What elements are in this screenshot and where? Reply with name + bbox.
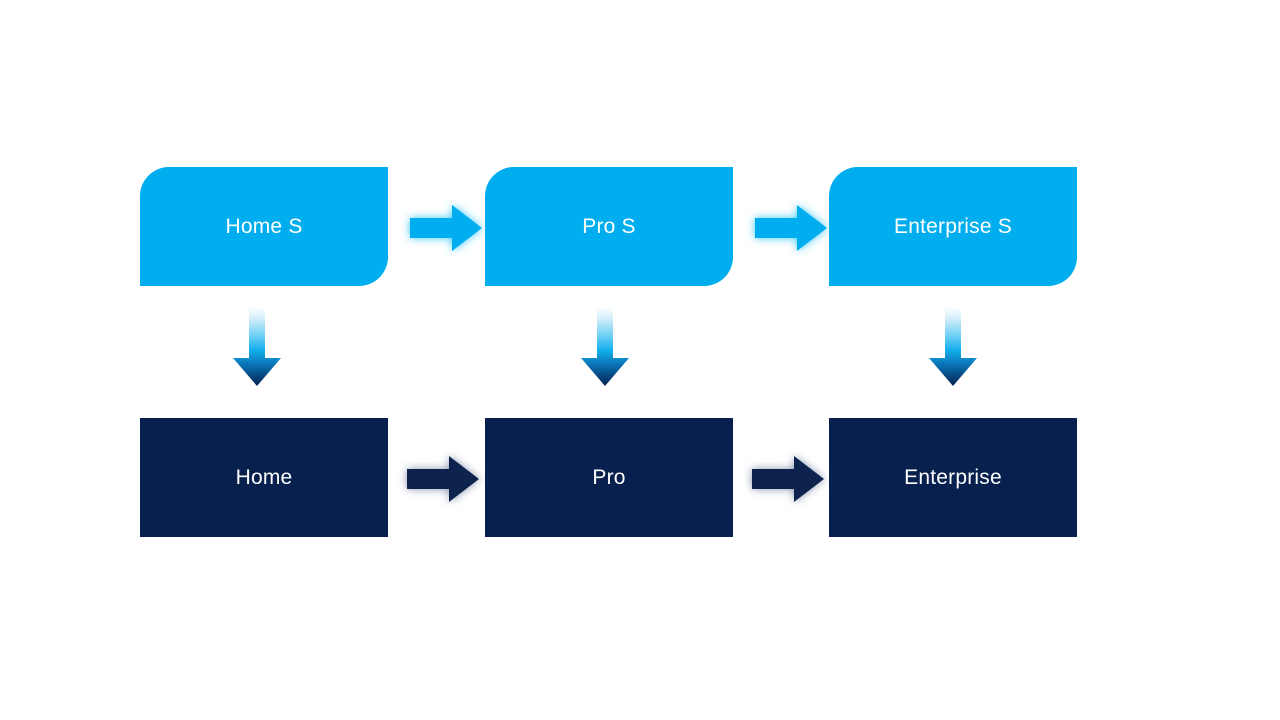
arrow-down-icon: [929, 307, 977, 386]
node-home[interactable]: Home: [140, 418, 388, 537]
arrow-right-icon: [755, 205, 827, 251]
arrow-down-icon: [233, 307, 281, 386]
node-label-pro-s: Pro S: [582, 214, 636, 238]
arrow-right-home-s-to-pro-s: [408, 203, 484, 253]
node-label-home-s: Home S: [225, 214, 303, 238]
arrow-down-pro-s-to-pro: [579, 307, 631, 387]
arrow-right-icon: [410, 205, 482, 251]
arrow-down-enterprise-s-to-enterprise: [927, 307, 979, 387]
arrow-down-icon: [581, 307, 629, 386]
arrow-right-home-to-pro: [405, 454, 481, 504]
node-enterprise-s[interactable]: Enterprise S: [829, 167, 1077, 286]
node-pro-s[interactable]: Pro S: [485, 167, 733, 286]
node-label-enterprise-s: Enterprise S: [894, 214, 1012, 238]
node-pro[interactable]: Pro: [485, 418, 733, 537]
node-label-pro: Pro: [592, 465, 626, 489]
arrow-right-icon: [407, 456, 479, 502]
node-label-enterprise: Enterprise: [904, 465, 1002, 489]
arrow-right-pro-s-to-enterprise-s: [753, 203, 829, 253]
node-label-home: Home: [235, 465, 293, 489]
arrow-right-pro-to-enterprise: [750, 454, 826, 504]
node-enterprise[interactable]: Enterprise: [829, 418, 1077, 537]
node-home-s[interactable]: Home S: [140, 167, 388, 286]
arrow-down-home-s-to-home: [231, 307, 283, 387]
arrow-right-icon: [752, 456, 824, 502]
